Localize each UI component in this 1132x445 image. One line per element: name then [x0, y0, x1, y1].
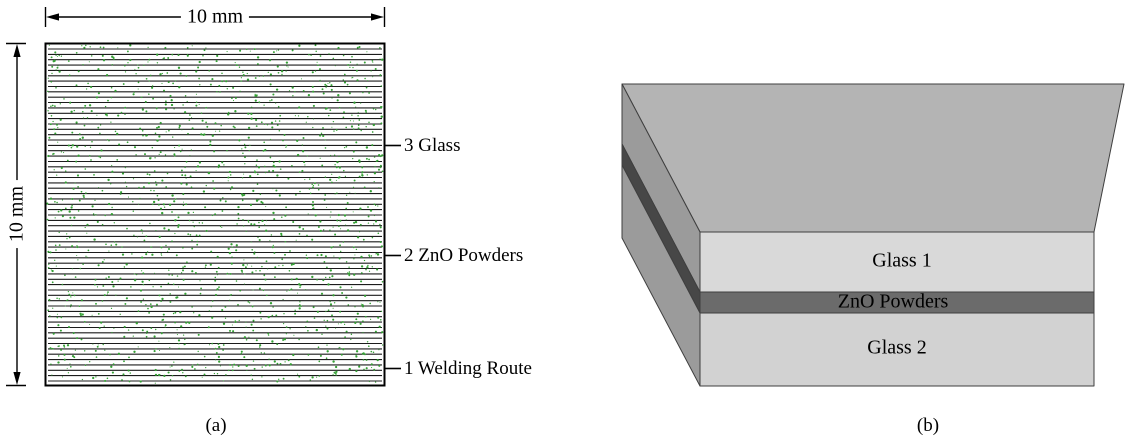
- left-arrowhead-top-icon: [13, 44, 21, 57]
- left-arrowhead-bottom-icon: [13, 372, 21, 385]
- zno-speckles: [46, 44, 384, 384]
- callout-glass: 3 Glass: [404, 134, 461, 156]
- left-dimension-label: 10 mm: [5, 179, 29, 249]
- callout-welding-route: 1 Welding Route: [404, 357, 532, 379]
- left-extension-ticks: [6, 42, 26, 387]
- sample-square-border: [44, 42, 386, 387]
- glass2-label: Glass 2: [867, 336, 927, 359]
- glass2-front-face: [699, 312, 1095, 387]
- top-extension-ticks: [44, 7, 386, 27]
- panel-a-drawing: [6, 7, 401, 387]
- top-arrowhead-left-icon: [46, 13, 59, 21]
- caption-panel-a: (a): [205, 415, 227, 436]
- top-arrowhead-right-icon: [371, 13, 384, 21]
- top-dimension-label: 10 mm: [180, 5, 250, 29]
- zno-powders-label: ZnO Powders: [837, 290, 949, 313]
- panel-b-drawing: [621, 83, 1125, 387]
- glass1-label: Glass 1: [872, 249, 932, 272]
- stack-top-face: [621, 83, 1125, 233]
- callout-zno-powders: 2 ZnO Powders: [404, 244, 524, 266]
- caption-panel-b: (b): [916, 415, 940, 436]
